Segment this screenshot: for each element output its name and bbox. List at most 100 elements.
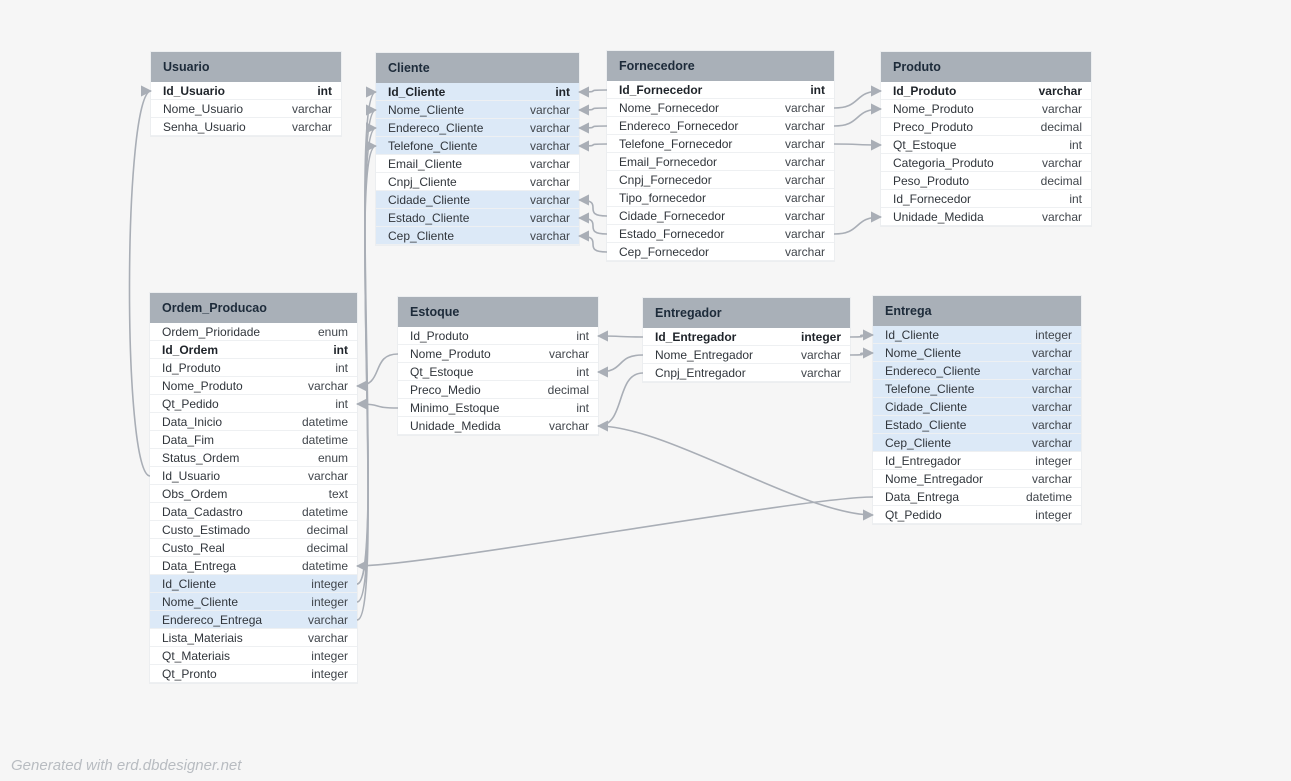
- relationship-line: [833, 103, 883, 127]
- field-type: varchar: [529, 139, 570, 153]
- field-type: varchar: [784, 137, 825, 151]
- field-name: Data_Entrega: [885, 490, 960, 504]
- table-header[interactable]: Usuario: [151, 52, 341, 82]
- table-header[interactable]: Fornecedore: [607, 51, 834, 81]
- field-type: varchar: [1031, 418, 1072, 432]
- table-header[interactable]: Entregador: [643, 298, 850, 328]
- field-name: Minimo_Estoque: [410, 401, 500, 415]
- field-name: Id_Produto: [162, 361, 221, 375]
- field-type: varchar: [1031, 400, 1072, 414]
- field-type: int: [333, 343, 348, 357]
- table-header[interactable]: Cliente: [376, 53, 579, 83]
- table-header[interactable]: Produto: [881, 52, 1091, 82]
- table-header[interactable]: Ordem_Producao: [150, 293, 357, 323]
- field-name: Nome_Fornecedor: [619, 101, 720, 115]
- field-type: int: [576, 329, 589, 343]
- table-header[interactable]: Entrega: [873, 296, 1081, 326]
- field-type: decimal: [306, 541, 348, 555]
- table-header[interactable]: Estoque: [398, 297, 598, 327]
